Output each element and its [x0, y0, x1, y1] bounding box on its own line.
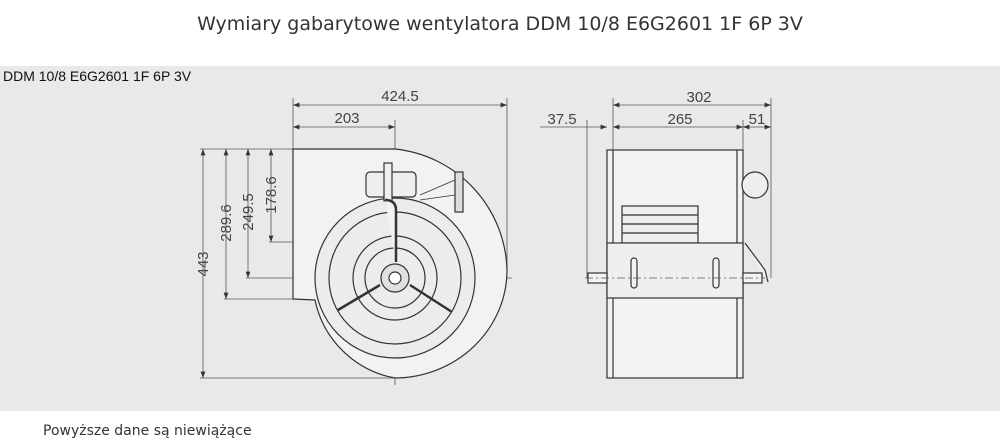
- front-view: [200, 98, 512, 385]
- page-title: Wymiary gabarytowe wentylatora DDM 10/8 …: [197, 13, 803, 35]
- dim-side-width-total: 302: [686, 89, 711, 106]
- side-view: [540, 98, 772, 379]
- dim-outlet-height: 289.6: [218, 204, 235, 242]
- dim-side-width-body: 265: [667, 111, 692, 128]
- model-label: DDM 10/8 E6G2601 1F 6P 3V: [3, 68, 192, 84]
- dim-shaft-left: 37.5: [547, 111, 576, 128]
- dim-height-total: 443: [195, 251, 212, 276]
- dim-width-to-axis: 203: [334, 110, 359, 127]
- dim-motor-right: 51: [749, 111, 766, 128]
- dim-axis-height: 249.5: [240, 193, 257, 231]
- dim-inner-height: 178.6: [263, 176, 280, 214]
- dim-width-total: 424.5: [381, 88, 419, 105]
- disclaimer-note: Powyższe dane są niewiążące: [43, 423, 252, 439]
